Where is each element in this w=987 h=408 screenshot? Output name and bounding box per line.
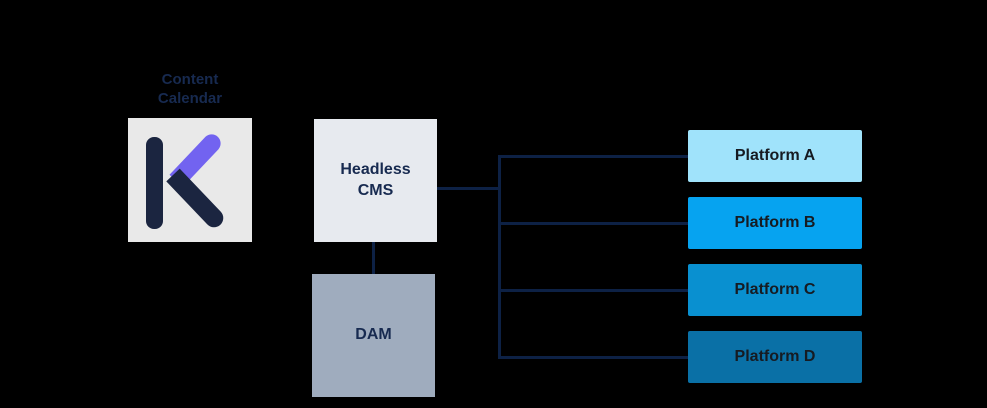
content-calendar-logo-tile: [128, 118, 252, 242]
connector-spine-to-platform-b: [498, 222, 688, 225]
platform-d-node: Platform D: [688, 331, 862, 383]
platform-b-node: Platform B: [688, 197, 862, 249]
platform-a-node: Platform A: [688, 130, 862, 182]
platform-c-node: Platform C: [688, 264, 862, 316]
connector-cms-to-spine: [437, 187, 499, 190]
connector-cms-to-dam: [372, 242, 375, 274]
connector-spine-to-platform-a: [498, 155, 688, 158]
connector-spine-to-platform-d: [498, 356, 688, 359]
content-calendar-label: Content Calendar: [157, 71, 223, 107]
headless-cms-node: Headless CMS: [314, 119, 437, 242]
connector-spine: [498, 155, 501, 358]
k-letter-icon: [146, 134, 224, 229]
connector-spine-to-platform-c: [498, 289, 688, 292]
dam-node: DAM: [312, 274, 435, 397]
k-vertical-bar-icon: [146, 137, 163, 229]
k-navy-diagonal-icon: [166, 168, 224, 228]
